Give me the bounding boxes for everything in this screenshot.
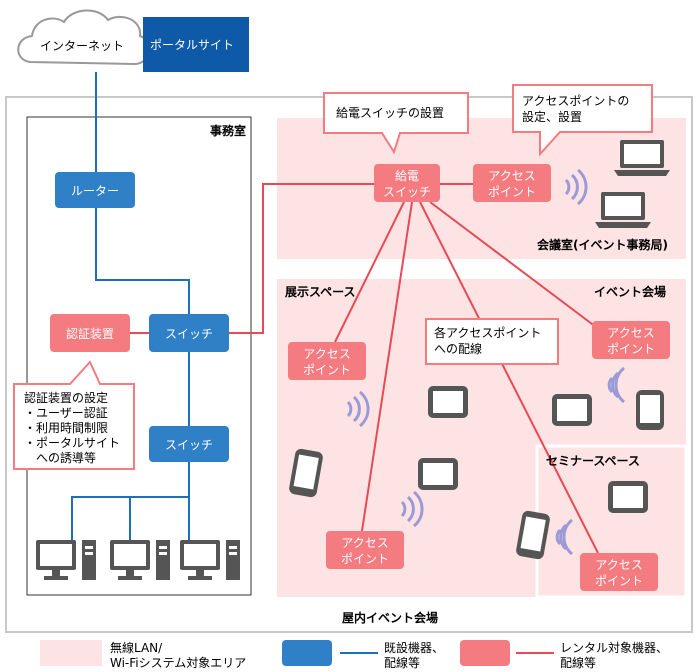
callout-ap-wiring-1: 各アクセスポイント bbox=[434, 325, 541, 340]
callout-ap-setup-1: アクセスポイントの bbox=[522, 94, 629, 108]
venue-label: 屋内イベント会場 bbox=[342, 610, 438, 625]
legend-rental-2: 配線等 bbox=[560, 655, 596, 670]
ap-label-1: アクセス bbox=[303, 347, 350, 361]
tablet-icon bbox=[418, 458, 458, 490]
portal-box bbox=[143, 17, 249, 72]
smartphone-icon bbox=[289, 448, 323, 498]
portal-label: ポータルサイト bbox=[150, 38, 234, 52]
event-hall-label: イベント会場 bbox=[594, 284, 666, 299]
ap-label-1: アクセス bbox=[341, 536, 388, 550]
existing-wiring bbox=[71, 72, 190, 548]
desktop-computer-icon bbox=[36, 540, 96, 580]
smartphone-icon bbox=[516, 510, 550, 560]
callout-ap-wiring: 各アクセスポイント への配線 bbox=[425, 318, 559, 365]
desktop-computer-icon bbox=[180, 540, 240, 580]
callout-feed-switch: 給電スイッチの設置 bbox=[323, 92, 469, 155]
tablet-icon bbox=[552, 394, 592, 426]
lower-switch-label: スイッチ bbox=[165, 438, 213, 452]
wifi-waves-icon bbox=[555, 518, 574, 556]
ap-label-2: ポイント bbox=[488, 185, 536, 199]
ap-label-2: ポイント bbox=[595, 574, 643, 588]
internet-cloud: インターネット bbox=[17, 9, 151, 66]
legend-area-swatch bbox=[40, 640, 102, 666]
legend-area-2: Wi-Fiシステム対象エリア bbox=[110, 656, 246, 670]
ap-label-2: ポイント bbox=[341, 552, 389, 566]
access-point-seminar bbox=[580, 553, 658, 591]
tablet-icon bbox=[608, 481, 648, 513]
callout-auth-4: ・ポータルサイト bbox=[24, 436, 120, 450]
wifi-waves-icon bbox=[346, 390, 370, 428]
access-point-meeting bbox=[473, 164, 551, 202]
wifi-waves-icon bbox=[607, 366, 626, 404]
feed-switch-label-1: 給電 bbox=[395, 169, 419, 183]
router-device bbox=[55, 172, 135, 208]
callout-auth-1: 認証装置の設定 bbox=[24, 390, 108, 405]
callout-ap-setup-2: 設定、設置 bbox=[522, 109, 582, 124]
legend-existing-2: 配線等 bbox=[384, 655, 420, 670]
access-point-exhibit bbox=[288, 342, 366, 380]
callout-auth-5: への誘導等 bbox=[36, 451, 96, 465]
main-switch-device bbox=[149, 314, 229, 352]
seminar-label: セミナースペース bbox=[546, 454, 640, 468]
callout-auth-3: ・利用時間制限 bbox=[24, 421, 108, 435]
ap-label-2: ポイント bbox=[303, 363, 351, 377]
auth-device bbox=[50, 314, 130, 352]
wifi-waves-icon bbox=[564, 168, 588, 206]
legend-existing-1: 既設機器、 bbox=[384, 640, 444, 655]
laptop-icon bbox=[595, 192, 651, 228]
internet-label: インターネット bbox=[40, 39, 124, 53]
laptop-icon bbox=[614, 140, 670, 176]
callout-ap-setup: アクセスポイントの 設定、設置 bbox=[512, 84, 653, 157]
office-label: 事務室 bbox=[210, 123, 246, 138]
meeting-room-label: 会議室(イベント事務局) bbox=[537, 237, 668, 252]
exhibit-label: 展示スペース bbox=[285, 285, 356, 299]
feed-switch-device bbox=[374, 164, 440, 202]
callout-auth: 認証装置の設定 ・ユーザー認証 ・利用時間制限 ・ポータルサイト への誘導等 bbox=[13, 360, 135, 470]
ap-label-2: ポイント bbox=[607, 342, 655, 356]
legend-existing-swatch bbox=[282, 640, 332, 666]
callout-ap-wiring-2: への配線 bbox=[434, 341, 482, 356]
wifi-waves-icon bbox=[400, 490, 424, 528]
callout-auth-2: ・ユーザー認証 bbox=[24, 405, 108, 420]
desktop-computer-icon bbox=[110, 540, 170, 580]
tablet-icon bbox=[428, 386, 468, 418]
auth-device-label: 認証装置 bbox=[66, 326, 114, 341]
ap-label-1: アクセス bbox=[488, 169, 535, 183]
callout-feed-switch-text: 給電スイッチの設置 bbox=[336, 105, 444, 120]
rental-wiring bbox=[117, 183, 601, 554]
smartphone-icon bbox=[636, 390, 664, 430]
ap-label-1: アクセス bbox=[595, 558, 642, 572]
router-label: ルーター bbox=[71, 184, 119, 198]
main-switch-label: スイッチ bbox=[165, 327, 213, 341]
legend: 無線LAN/ Wi-Fiシステム対象エリア 既設機器、 配線等 レンタル対象機器… bbox=[40, 640, 668, 670]
legend-rental-1: レンタル対象機器、 bbox=[560, 640, 668, 655]
access-point-lower bbox=[326, 531, 404, 569]
lower-switch-device bbox=[149, 426, 229, 462]
access-point-event bbox=[592, 321, 670, 359]
legend-rental-swatch bbox=[460, 640, 510, 666]
legend-area-1: 無線LAN/ bbox=[110, 640, 163, 655]
ap-label-1: アクセス bbox=[607, 326, 654, 340]
feed-switch-label-2: スイッチ bbox=[383, 185, 431, 199]
